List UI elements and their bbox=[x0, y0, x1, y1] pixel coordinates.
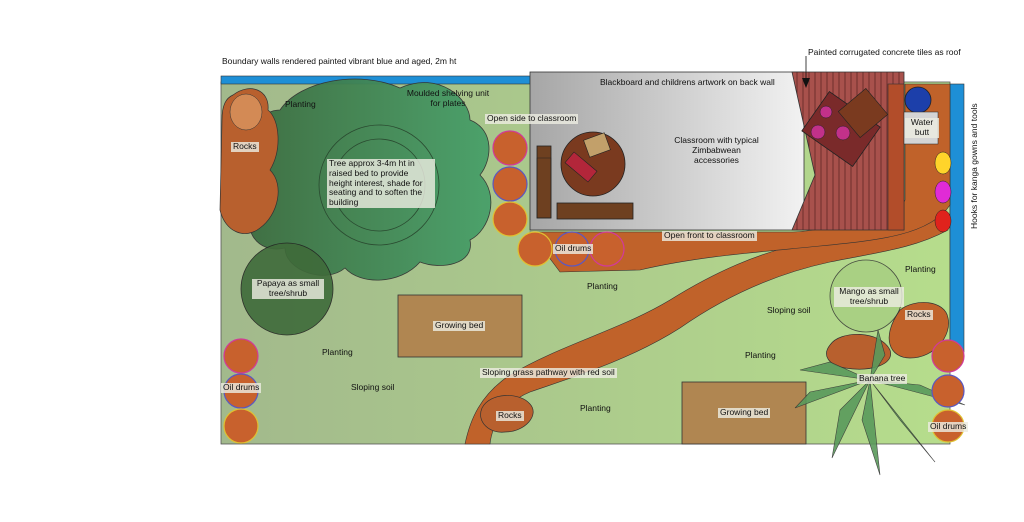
banana-tree bbox=[794, 329, 966, 476]
planting-label: Planting bbox=[580, 403, 611, 413]
oil-drums-label: Oil drums bbox=[553, 243, 594, 254]
desk-plate bbox=[819, 105, 833, 119]
oil-drums-label: Oil drums bbox=[928, 421, 969, 432]
roof-edge bbox=[887, 83, 905, 231]
planting-label: Planting bbox=[587, 281, 618, 291]
planting-label: Planting bbox=[285, 99, 316, 109]
desk-plate bbox=[835, 125, 851, 141]
hook-red bbox=[934, 209, 952, 233]
bench bbox=[536, 145, 552, 219]
papaya-label: Papaya as small tree/shrub bbox=[252, 278, 324, 299]
sloping-soil-label: Sloping soil bbox=[767, 305, 811, 315]
growing-bed-label: Growing bed bbox=[433, 320, 486, 331]
planting-label: Planting bbox=[745, 350, 776, 360]
rocks-label: Rocks bbox=[231, 141, 259, 152]
shelving-label: Moulded shelving unit for plates bbox=[406, 88, 490, 108]
table-cloth bbox=[564, 151, 598, 183]
water-butt-label: Water butt bbox=[905, 117, 939, 138]
bench bbox=[536, 157, 552, 219]
planting-label: Planting bbox=[905, 264, 936, 274]
open-front-label: Open front to classroom bbox=[662, 230, 757, 241]
pathway-label: Sloping grass pathway with red soil bbox=[480, 367, 617, 378]
growing-bed-label: Growing bed bbox=[718, 407, 771, 418]
banana-label: Banana tree bbox=[857, 373, 908, 384]
hook-yellow bbox=[934, 151, 952, 175]
sloping-soil-label: Sloping soil bbox=[351, 382, 395, 392]
mango-label: Mango as small tree/shrub bbox=[834, 286, 904, 307]
rocks-label: Rocks bbox=[496, 410, 524, 421]
classroom-label: Classroom with typical Zimbabwean access… bbox=[674, 135, 759, 165]
table-book bbox=[583, 132, 611, 158]
desk-chair bbox=[837, 87, 889, 139]
hook-magenta bbox=[934, 180, 952, 204]
bench bbox=[556, 202, 634, 220]
rock-top bbox=[229, 93, 263, 131]
roof-label: Painted corrugated concrete tiles as roo… bbox=[808, 47, 961, 57]
oil-drums bbox=[223, 130, 965, 444]
roof-leader-arrow bbox=[802, 78, 810, 88]
blackboard-label: Blackboard and childrens artwork on back… bbox=[600, 77, 775, 87]
hooks-label: Hooks for kanga gowns and tools bbox=[969, 103, 979, 229]
desk-plate bbox=[810, 124, 826, 140]
open-side-label: Open side to classroom bbox=[485, 113, 579, 124]
boundary-walls-label: Boundary walls rendered painted vibrant … bbox=[222, 56, 457, 66]
oil-drums-label: Oil drums bbox=[221, 382, 262, 393]
boundary-wall-right bbox=[949, 83, 965, 353]
planting-label: Planting bbox=[322, 347, 353, 357]
rocks-label: Rocks bbox=[905, 309, 933, 320]
raised-bed-outer bbox=[318, 124, 440, 246]
tree-label: Tree approx 3-4m ht in raised bed to pro… bbox=[327, 158, 435, 208]
water-butt-lid bbox=[904, 86, 932, 114]
